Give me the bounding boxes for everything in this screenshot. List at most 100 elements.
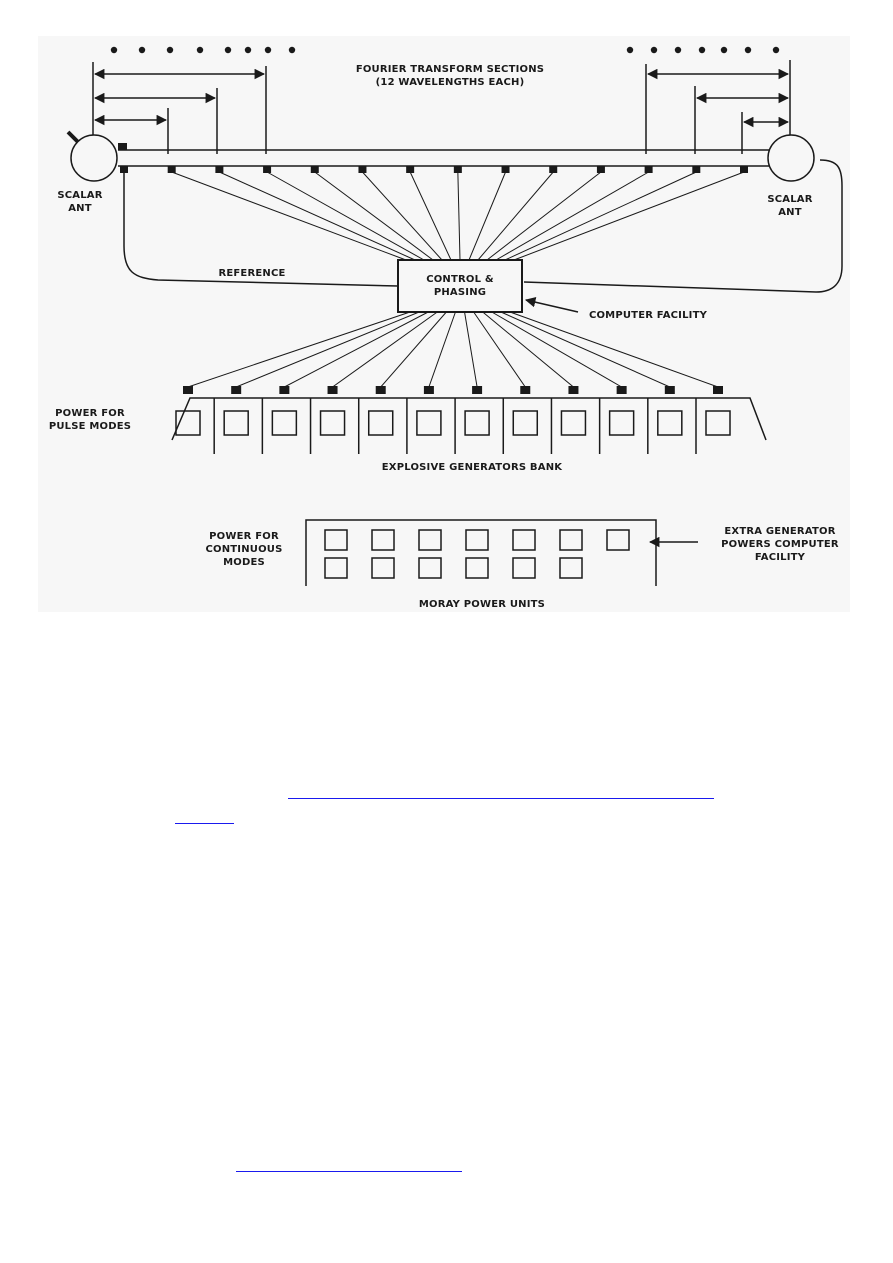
explosive-bank-label: EXPLOSIVE GENERATORS BANK [382,462,564,473]
fan-line-bottom [491,311,622,388]
fourier-section-arrows [92,60,791,154]
explosive-generator [175,410,201,436]
fan-line-bottom [464,311,478,388]
explosive-generators-bank [171,386,767,454]
fan-line-top [504,171,697,261]
fan-line-top [486,171,602,261]
antenna-tap [358,166,367,173]
extra-generator-label-1: EXTRA GENERATOR [724,526,835,537]
antenna-tap [120,166,128,173]
fourier-dots-left [110,46,296,54]
hyperlink-underline-3[interactable] [236,1171,462,1172]
fan-line-bottom [235,311,420,388]
fan-line-bottom [482,311,574,388]
explosive-generator [464,410,490,436]
scalar-antenna-right-sphere [767,134,815,182]
antenna-tap [167,166,176,173]
antenna-tap [596,166,605,173]
fourier-dot-right [772,46,780,54]
explosive-generator [608,410,635,436]
antenna-tap [215,166,224,173]
fourier-dot-left [196,46,204,54]
explosive-generator [560,410,587,436]
moray-unit [371,529,395,551]
explosive-generator [705,410,731,436]
fan-lines-to-generators [187,311,719,388]
fan-line-bottom [500,311,671,388]
scalar-ant-left-label-2: ANT [68,203,92,214]
fourier-dot-right [720,46,728,54]
fourier-dot-right [674,46,682,54]
fan-line-top [495,171,649,261]
antenna-system-diagram: FOURIER TRANSFORM SECTIONS (12 WAVELENGT… [49,46,843,610]
fourier-dot-right [626,46,634,54]
control-label-2: PHASING [434,287,486,298]
control-phasing-box [397,259,523,313]
fan-line-top [513,171,745,261]
explosive-generator [657,410,683,436]
fan-line-bottom [428,311,456,388]
antenna-bus [66,130,843,293]
explosive-generator [512,410,539,436]
fourier-title-line1: FOURIER TRANSFORM SECTIONS [356,64,544,75]
generator-terminal [423,386,434,394]
extra-generator-label-3: FACILITY [755,552,806,563]
diagram-panel: FOURIER TRANSFORM SECTIONS (12 WAVELENGT… [38,36,850,612]
moray-unit [512,529,536,551]
fan-line-top [362,171,443,261]
generator-terminal [472,386,483,394]
explosive-generator [367,410,394,436]
antenna-tap [740,166,748,173]
generator-terminal [664,386,675,394]
control-label-1: CONTROL & [426,274,494,285]
fan-line-top [457,171,461,261]
reference-label: REFERENCE [218,268,285,279]
moray-units-label: MORAY POWER UNITS [419,599,545,610]
scalar-ant-right-label-2: ANT [778,207,802,218]
explosive-generator [319,410,346,436]
computer-facility-label: COMPUTER FACILITY [589,310,708,321]
moray-unit [512,557,536,579]
fourier-dots-right [626,46,780,54]
fourier-dot-left [264,46,272,54]
fan-line-bottom [380,311,447,388]
fan-line-top [468,171,507,261]
hyperlink-underline-1[interactable] [288,798,714,799]
generator-terminal [520,386,531,394]
explosive-generator [223,410,249,436]
fourier-dot-left [244,46,252,54]
fourier-dot-left [166,46,174,54]
hyperlink-underline-2[interactable] [175,823,234,824]
moray-unit [418,557,442,579]
moray-unit [465,557,489,579]
fan-line-bottom [332,311,438,388]
explosive-generator [416,410,442,436]
power-pulse-label-1: POWER FOR [55,408,125,419]
moray-power-units [305,519,657,586]
antenna-tap [501,166,510,173]
power-cont-label-3: MODES [223,557,265,568]
generator-terminal [327,386,338,394]
moray-unit [559,557,583,579]
fan-line-top [477,171,554,261]
fan-line-bottom [187,311,411,388]
moray-unit [606,529,630,551]
moray-unit [324,529,348,551]
power-cont-label-2: CONTINUOUS [205,544,282,555]
explosive-generator [271,410,298,436]
antenna-tap [692,166,701,173]
generator-terminal [616,386,627,394]
fourier-dot-right [744,46,752,54]
fan-line-top [219,171,416,261]
fan-line-bottom [284,311,429,388]
generator-terminal [231,386,242,394]
antenna-tap [549,166,558,173]
fan-line-top [409,171,452,261]
scalar-ant-right-label-1: SCALAR [767,194,812,205]
fourier-dot-left [110,46,118,54]
antenna-tap [453,166,462,173]
fourier-dot-right [698,46,706,54]
fan-line-top [171,171,407,261]
fan-line-top [314,171,434,261]
power-pulse-label-2: PULSE MODES [49,421,131,432]
